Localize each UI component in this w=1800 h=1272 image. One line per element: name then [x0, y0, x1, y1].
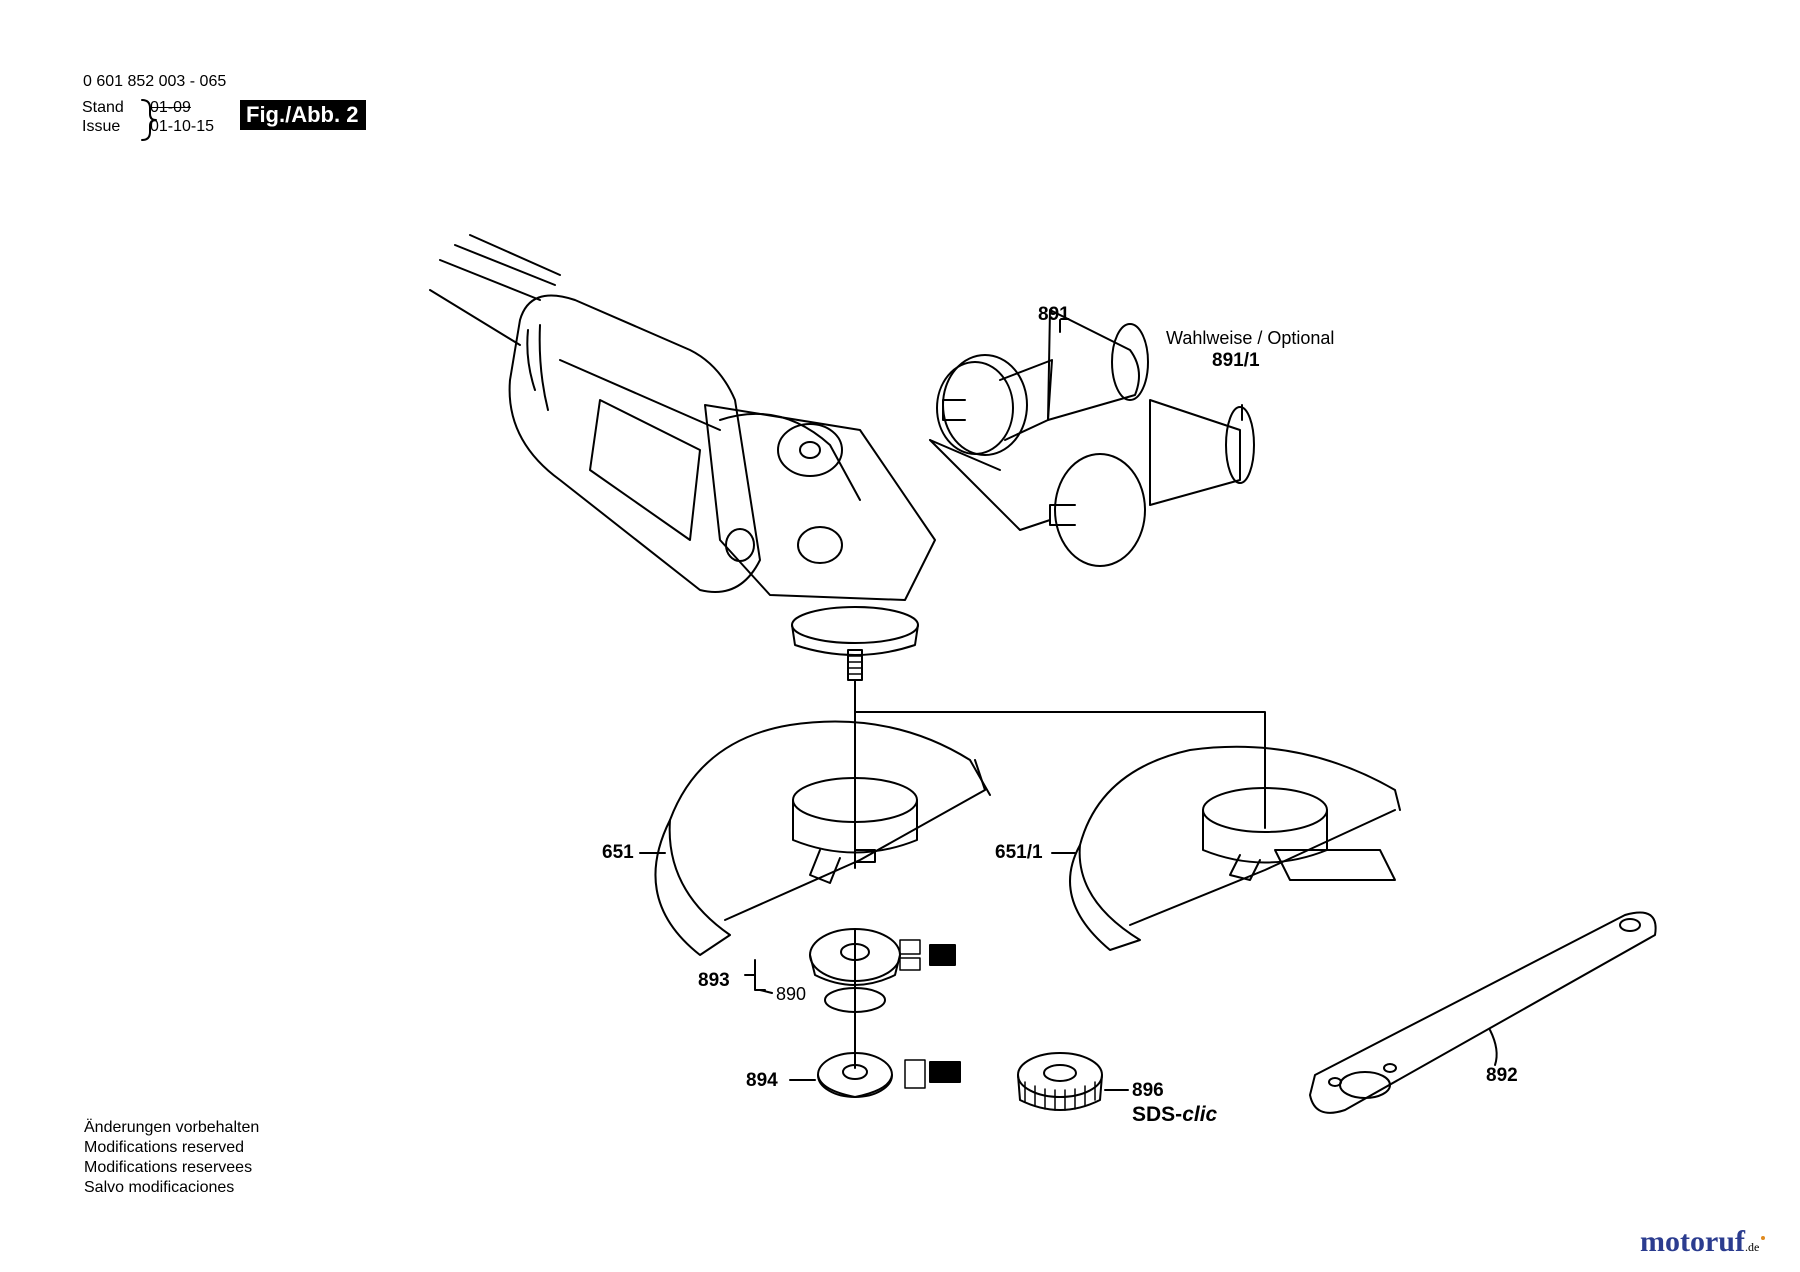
header-brace: [141, 99, 157, 141]
label-891: 891: [1038, 304, 1070, 325]
label-sds-clic: clic: [1182, 1103, 1218, 1126]
label-651: 651: [602, 842, 634, 863]
guard-branch-line: [854, 711, 1266, 829]
logo-dot-icon: [1761, 1236, 1765, 1240]
guard-651-1: [1069, 745, 1401, 951]
flange-893: [744, 928, 956, 1013]
side-handle-891: [929, 309, 1149, 471]
note-es: Salvo modificaciones: [84, 1179, 235, 1196]
issue-label: Issue: [82, 118, 121, 135]
label-651-1: 651/1: [995, 842, 1043, 863]
figure-badge: Fig./Abb. 2: [240, 100, 367, 130]
note-en: Modifications reserved: [84, 1139, 245, 1156]
spanner-892: [1309, 911, 1657, 1114]
guard-651: [654, 720, 991, 956]
issue-value: 01-10-15: [150, 118, 215, 135]
notes-block: Änderungen vorbehalten Modifications res…: [84, 1118, 259, 1198]
label-optional: Wahlweise / Optional: [1166, 328, 1335, 348]
side-handle-891-1: [929, 399, 1255, 567]
label-893: 893: [698, 970, 730, 991]
motoruf-logo[interactable]: motoruf.de: [1640, 1225, 1759, 1259]
note-de: Änderungen vorbehalten: [84, 1119, 260, 1136]
label-894: 894: [746, 1070, 778, 1091]
logo-text: motoruf: [1640, 1225, 1745, 1258]
part-number: 0 601 852 003 - 065: [83, 73, 227, 90]
clamping-nut-896: [1017, 1052, 1129, 1111]
flange-894: [789, 1052, 961, 1098]
note-fr: Modifications reservees: [84, 1159, 253, 1176]
stand-value: 01-09: [150, 99, 191, 116]
label-896: 896: [1132, 1080, 1164, 1101]
label-sds-prefix: SDS-: [1132, 1103, 1183, 1126]
angle-grinder-drawing: [429, 234, 936, 681]
label-891-1: 891/1: [1212, 350, 1260, 371]
label-892: 892: [1486, 1065, 1518, 1086]
label-890: 890: [776, 984, 807, 1004]
label-sds: SDS-clic: [1132, 1103, 1217, 1127]
stand-label: Stand: [82, 99, 124, 116]
logo-suffix: .de: [1744, 1240, 1760, 1254]
